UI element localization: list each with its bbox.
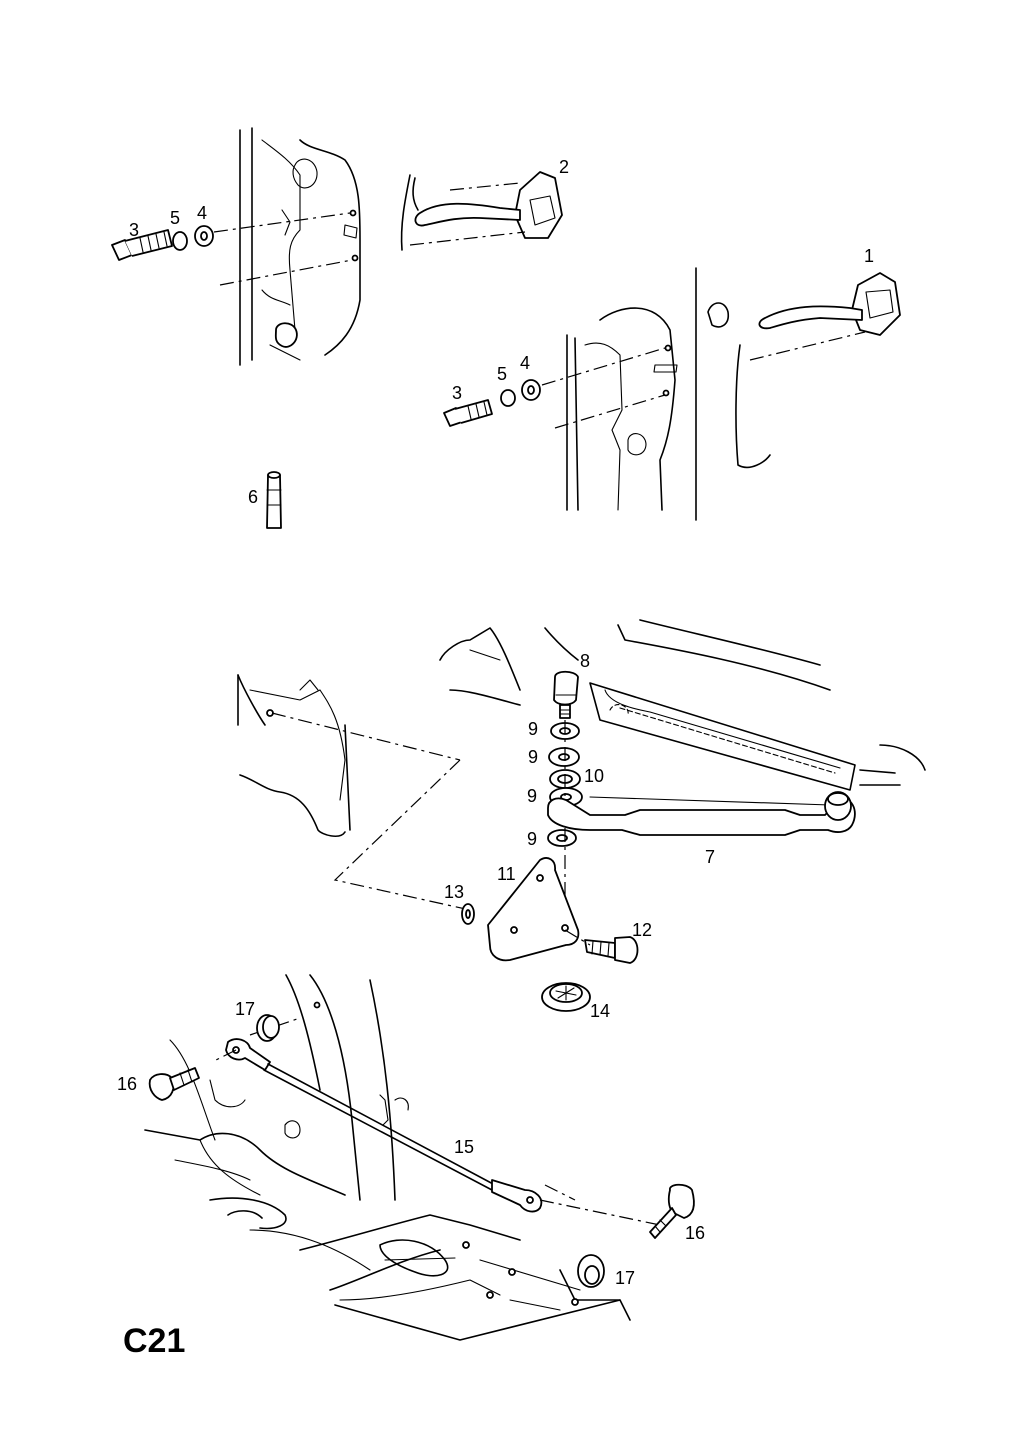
bolt-3-lower (443, 347, 666, 429)
callout-2: 2 (559, 157, 569, 177)
bracket-11 (487, 857, 580, 962)
washers-9-10 (547, 720, 583, 930)
callout-15: 15 (454, 1137, 474, 1157)
bushing-17-lower (577, 1254, 605, 1288)
bolt-3-upper (111, 212, 353, 286)
callout-10: 10 (584, 766, 604, 786)
callout-9-b: 9 (528, 747, 538, 767)
callout-17-upper: 17 (235, 999, 255, 1019)
callout-8: 8 (580, 651, 590, 671)
callout-7: 7 (705, 847, 715, 867)
bolt-12 (564, 929, 639, 964)
door-check-strap-1 (749, 272, 901, 361)
callout-12: 12 (632, 920, 652, 940)
callout-9-a: 9 (528, 719, 538, 739)
pillar-upper-right (566, 267, 771, 521)
bolt-16-right (649, 1183, 695, 1239)
callout-16-right: 16 (685, 1223, 705, 1243)
callout-17-lower: 17 (615, 1268, 635, 1288)
callout-1: 1 (864, 246, 874, 266)
callout-11: 11 (497, 864, 516, 884)
bolt-16-left (148, 1067, 200, 1101)
callout-13: 13 (444, 882, 464, 902)
bushing-17-upper (256, 1014, 280, 1042)
callout-4-upper: 4 (197, 203, 207, 223)
callout-16-left: 16 (117, 1074, 137, 1094)
callout-5-lower: 5 (497, 364, 507, 384)
cable-15 (211, 1017, 661, 1226)
floor-panel-lower (144, 974, 631, 1341)
callout-6: 6 (248, 487, 258, 507)
callout-9-d: 9 (527, 829, 537, 849)
grommet-14 (541, 982, 591, 1012)
callout-5-upper: 5 (170, 208, 180, 228)
body-sill-middle (237, 619, 926, 911)
callout-3-upper: 3 (129, 220, 139, 240)
arm-7 (547, 791, 856, 836)
callout-9-c: 9 (527, 786, 537, 806)
door-check-strap-2 (400, 171, 563, 251)
callout-3-lower: 3 (452, 383, 462, 403)
washer-13 (461, 903, 475, 925)
callout-4-lower: 4 (520, 353, 530, 373)
callout-14: 14 (590, 1001, 610, 1021)
bolt-8 (553, 670, 579, 719)
pillar-upper-left (239, 127, 361, 366)
page-code: C21 (123, 1322, 185, 1360)
pin-6 (266, 471, 282, 529)
